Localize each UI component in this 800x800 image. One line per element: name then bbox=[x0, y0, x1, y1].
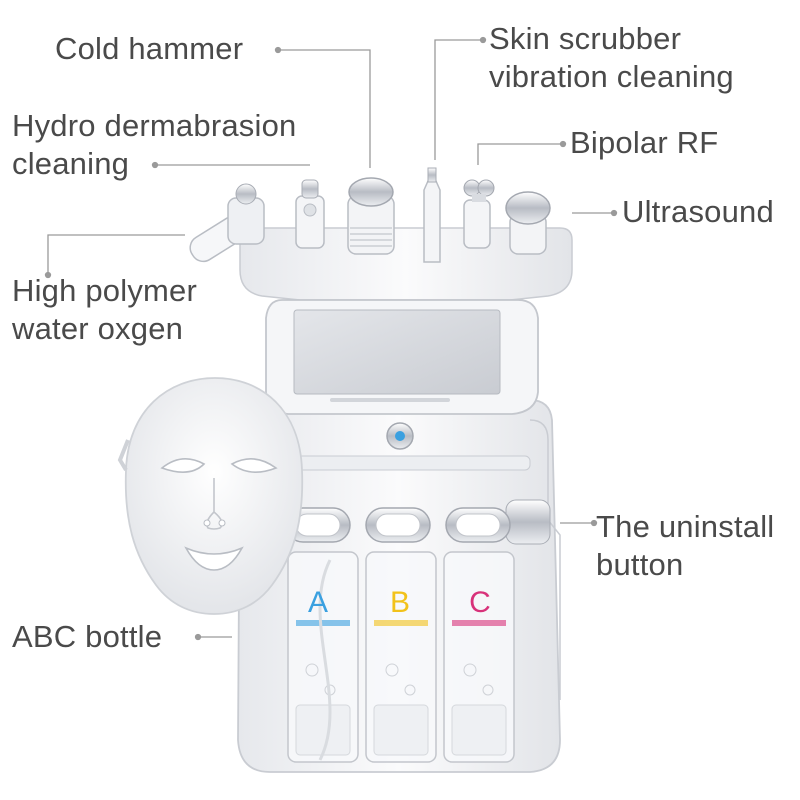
label-skin-scrubber-line2: vibration cleaning bbox=[489, 59, 734, 94]
leader-dot-bipolar bbox=[559, 140, 567, 148]
label-ultrasound: Ultrasound bbox=[622, 193, 774, 231]
leader-skin-scrubber bbox=[434, 39, 483, 160]
bottle-c bbox=[443, 551, 515, 763]
label-cold-hammer-text: Cold hammer bbox=[55, 31, 244, 66]
bottle-letter-a: A bbox=[308, 586, 328, 619]
handpieces bbox=[189, 167, 551, 263]
knob-indicator bbox=[395, 431, 405, 441]
uninstall-button-housing bbox=[505, 499, 551, 545]
mask-eye-left bbox=[160, 458, 206, 473]
label-hydro-line1: Hydro dermabrasion bbox=[12, 108, 297, 143]
label-bipolar-rf: Bipolar RF bbox=[570, 124, 718, 162]
label-high-polymer: High polymer water oxgen bbox=[12, 272, 197, 348]
handpiece-bipolar-rf bbox=[463, 179, 495, 249]
label-ultrasound-text: Ultrasound bbox=[622, 194, 774, 229]
front-shelf bbox=[285, 455, 531, 471]
label-hydro-dermabrasion: Hydro dermabrasion cleaning bbox=[12, 107, 296, 183]
label-skin-scrubber: Skin scrubber vibration cleaning bbox=[489, 20, 734, 96]
handpiece-polymer bbox=[189, 183, 265, 263]
abc-bottles bbox=[287, 551, 515, 763]
leader-dot-uninstall bbox=[590, 519, 598, 527]
leader-dot-skin-scrubber bbox=[479, 36, 487, 44]
label-skin-scrubber-line1: Skin scrubber bbox=[489, 21, 682, 56]
brand-strip bbox=[330, 398, 450, 402]
bottle-a bbox=[287, 551, 359, 763]
label-uninstall-button: The uninstall button bbox=[596, 508, 774, 584]
led-face-mask bbox=[117, 377, 304, 615]
leader-lines bbox=[44, 36, 618, 641]
leader-cold-hammer bbox=[278, 49, 371, 168]
leader-bipolar bbox=[477, 143, 563, 165]
bottle-buttons bbox=[285, 507, 511, 543]
label-abc-bottle-text: ABC bottle bbox=[12, 619, 163, 654]
leader-dot-polymer bbox=[44, 271, 52, 279]
touch-screen bbox=[293, 309, 501, 395]
bottle-letter-c: C bbox=[469, 586, 491, 619]
handpiece-skin-scrubber bbox=[423, 167, 441, 263]
leader-dot-hydro bbox=[151, 161, 159, 169]
label-abc-bottle: ABC bottle bbox=[12, 618, 162, 656]
leader-dot-abc bbox=[194, 633, 202, 641]
label-uninstall-line1: The uninstall bbox=[596, 509, 775, 544]
leader-polymer bbox=[47, 234, 185, 275]
handpiece-ultrasound bbox=[505, 191, 551, 255]
label-hydro-line2: cleaning bbox=[12, 146, 130, 181]
handpiece-hydro bbox=[295, 179, 325, 249]
mask-eye-right bbox=[230, 458, 278, 473]
leader-dot-ultrasound bbox=[610, 209, 618, 217]
mask-mouth bbox=[184, 546, 244, 571]
label-uninstall-line2: button bbox=[596, 547, 684, 582]
label-cold-hammer: Cold hammer bbox=[55, 30, 243, 68]
bottle-letter-b: B bbox=[390, 586, 410, 619]
bottle-b bbox=[365, 551, 437, 763]
leader-dot-cold-hammer bbox=[274, 46, 282, 54]
label-high-polymer-line1: High polymer bbox=[12, 273, 198, 308]
label-bipolar-rf-text: Bipolar RF bbox=[570, 125, 719, 160]
label-high-polymer-line2: water oxgen bbox=[12, 311, 184, 346]
handpiece-cold-hammer bbox=[347, 177, 395, 255]
